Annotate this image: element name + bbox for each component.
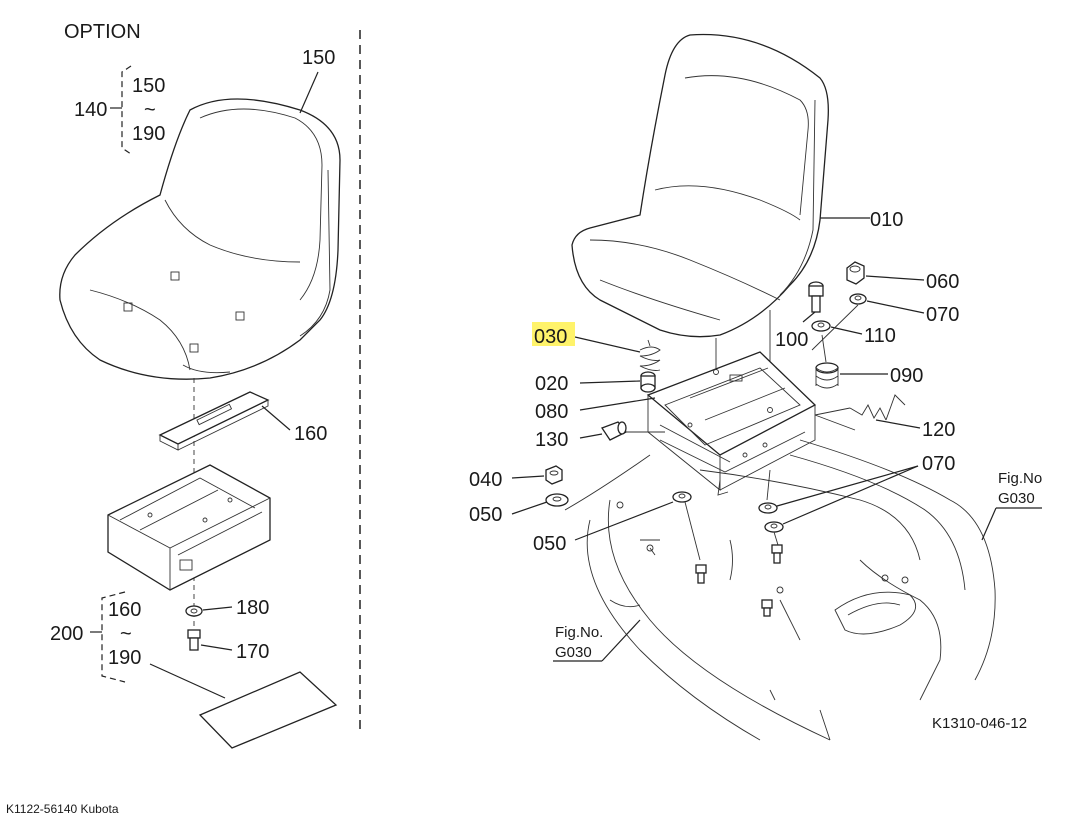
bolt-170 bbox=[187, 629, 233, 651]
washer-050-center bbox=[574, 491, 692, 541]
callout-010: 010 bbox=[870, 209, 903, 231]
spring-120 bbox=[814, 394, 921, 431]
nut-060 bbox=[846, 261, 925, 285]
spring-030 bbox=[574, 336, 661, 371]
callout-130: 130 bbox=[535, 429, 568, 451]
main-seat bbox=[571, 33, 870, 338]
callout-080: 080 bbox=[535, 401, 568, 423]
fig-ref-bottom: Fig.No. G030 bbox=[553, 619, 641, 662]
callout-100: 100 bbox=[775, 329, 808, 351]
fig-ref-bottom-code: G030 bbox=[555, 644, 592, 661]
fig-ref-right-label: Fig.No bbox=[998, 470, 1042, 487]
slide-rail-160 bbox=[158, 391, 291, 451]
callout-150: 150 bbox=[302, 47, 335, 69]
fig-ref-bottom-label: Fig.No. bbox=[555, 624, 603, 641]
knob-130 bbox=[579, 421, 665, 441]
option-seat-base bbox=[107, 464, 271, 591]
instruction-card bbox=[149, 663, 338, 749]
fig-ref-right: Fig.No G030 bbox=[981, 470, 1042, 541]
callout-070-a: 070 bbox=[926, 304, 959, 326]
footer-part-number: K1122-56140 Kubota bbox=[6, 802, 119, 816]
callout-040: 040 bbox=[469, 469, 502, 491]
tractor-body-outline bbox=[586, 439, 996, 741]
part-020 bbox=[579, 371, 656, 393]
washer-180 bbox=[185, 605, 233, 617]
callout-170: 170 bbox=[236, 641, 269, 663]
callout-070-b: 070 bbox=[922, 453, 955, 475]
callout-160: 160 bbox=[294, 423, 327, 445]
group-140: 140 150 ~ 190 bbox=[74, 65, 165, 155]
guide-line-050 bbox=[564, 454, 651, 511]
callout-060: 060 bbox=[926, 271, 959, 293]
callout-050-a: 050 bbox=[469, 504, 502, 526]
group-200: 200 160 ~ 190 bbox=[50, 591, 141, 683]
callout-180: 180 bbox=[236, 597, 269, 619]
fig-ref-right-code: G030 bbox=[998, 490, 1035, 507]
option-header: OPTION bbox=[64, 21, 141, 43]
group-200-id: 200 bbox=[50, 623, 83, 645]
group-200-from: 160 bbox=[108, 599, 141, 621]
nut-040 bbox=[511, 465, 563, 485]
group-140-from: 150 bbox=[132, 75, 165, 97]
center-bolt bbox=[684, 501, 707, 584]
callout-020: 020 bbox=[535, 373, 568, 395]
group-140-tilde: ~ bbox=[144, 99, 156, 121]
seat-suspension-frame bbox=[579, 351, 817, 496]
group-200-tilde: ~ bbox=[120, 623, 132, 645]
callout-050-b: 050 bbox=[533, 533, 566, 555]
option-seat bbox=[59, 71, 341, 380]
washer-110 bbox=[811, 320, 863, 335]
group-200-to: 190 bbox=[108, 647, 141, 669]
callout-030-highlight bbox=[532, 322, 575, 346]
washer-050-left bbox=[511, 493, 569, 515]
group-140-to: 190 bbox=[132, 123, 165, 145]
drawing-code: K1310-046-12 bbox=[932, 715, 1027, 732]
damper-090 bbox=[815, 334, 888, 389]
washer-070-pair bbox=[758, 465, 919, 617]
callout-110: 110 bbox=[864, 325, 896, 347]
washer-070-top bbox=[811, 293, 925, 351]
callout-030: 030 bbox=[534, 326, 567, 348]
callout-120: 120 bbox=[922, 419, 955, 441]
group-140-id: 140 bbox=[74, 99, 107, 121]
bolt-100 bbox=[802, 281, 824, 323]
callout-090: 090 bbox=[890, 365, 923, 387]
